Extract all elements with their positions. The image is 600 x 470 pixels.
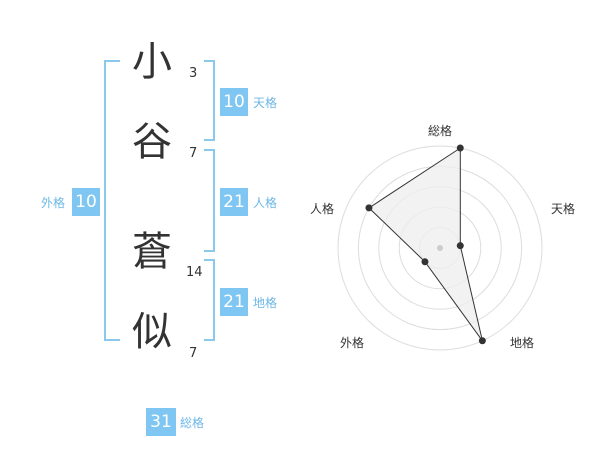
gaikaku-bracket (104, 60, 120, 341)
radar-points (365, 144, 486, 345)
radar-label-soukaku: 総格 (428, 124, 453, 138)
jinkaku-value: 21 (220, 188, 248, 216)
chikaku-label: 地格 (253, 296, 278, 310)
tenkaku-value: 10 (220, 88, 248, 116)
jinkaku-label: 人格 (253, 196, 278, 210)
soukaku-label: 総格 (180, 416, 205, 430)
name-char-1: 小 (132, 39, 172, 85)
radar-point (456, 242, 464, 250)
radar-ring (337, 145, 543, 351)
gaikaku-label: 外格 (41, 196, 66, 210)
radar-label-chikaku: 地格 (510, 336, 535, 350)
radar-point (421, 258, 429, 266)
stroke-count-2: 7 (189, 146, 198, 161)
radar-label-tenkaku: 天格 (551, 202, 576, 216)
tenkaku-bracket (204, 60, 215, 141)
stroke-count-3: 14 (186, 265, 203, 280)
radar-label-jinkaku: 人格 (310, 202, 335, 216)
chikaku-bracket (204, 259, 215, 341)
jinkaku-bracket (204, 149, 215, 252)
radar-center-dot (437, 245, 443, 251)
gaikaku-value: 10 (72, 188, 100, 216)
radar-point (456, 144, 464, 152)
radar-polygon (368, 147, 483, 342)
tenkaku-label: 天格 (253, 96, 278, 110)
radar-point (478, 337, 486, 345)
radar-label-gaikaku: 外格 (340, 336, 365, 350)
stroke-count-4: 7 (189, 346, 198, 361)
soukaku-value: 31 (146, 408, 176, 436)
name-char-3: 蒼 (132, 229, 172, 275)
stroke-count-1: 3 (189, 66, 198, 81)
name-char-2: 谷 (132, 119, 172, 165)
radar-point (365, 204, 373, 212)
name-char-4: 似 (132, 309, 172, 355)
chikaku-value: 21 (220, 288, 248, 316)
